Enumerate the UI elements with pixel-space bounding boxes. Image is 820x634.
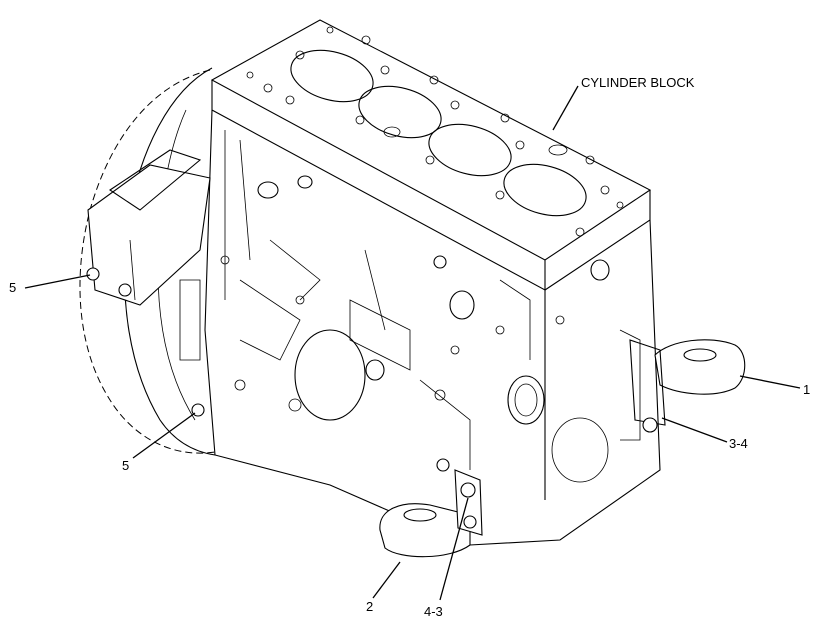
label-part-1: 1	[803, 382, 811, 397]
leader-part-2	[372, 561, 401, 599]
cylinder-head-deck	[210, 19, 652, 291]
cylinder-bore-3	[428, 123, 512, 177]
cylinder-bore-1	[290, 49, 374, 103]
label-part-4-3: 4-3	[424, 604, 443, 619]
leader-part-5-upper	[24, 274, 91, 289]
lifting-eye-bolt	[460, 482, 476, 498]
cylinder-bore-4	[503, 163, 587, 217]
leader-part-1	[739, 375, 801, 389]
label-cylinder-block: CYLINDER BLOCK	[581, 75, 695, 90]
leader-part-4-3	[439, 497, 469, 601]
lifting-eye-front	[629, 339, 746, 433]
leader-cylinder-block	[552, 85, 579, 131]
label-part-5-upper: 5	[9, 280, 17, 295]
leader-lines	[24, 85, 801, 601]
leader-part-3-4	[661, 417, 728, 443]
leader-part-5-lower	[132, 412, 196, 459]
label-part-5-lower: 5	[122, 458, 130, 473]
lifting-eye-lower	[379, 458, 483, 558]
rear-lifting-bracket	[86, 149, 211, 417]
bracket-bolt	[86, 267, 100, 281]
label-part-2: 2	[366, 599, 374, 614]
water-pump-boss	[507, 375, 545, 425]
label-part-3-4: 3-4	[729, 436, 748, 451]
cylinder-bore-2	[358, 85, 442, 139]
